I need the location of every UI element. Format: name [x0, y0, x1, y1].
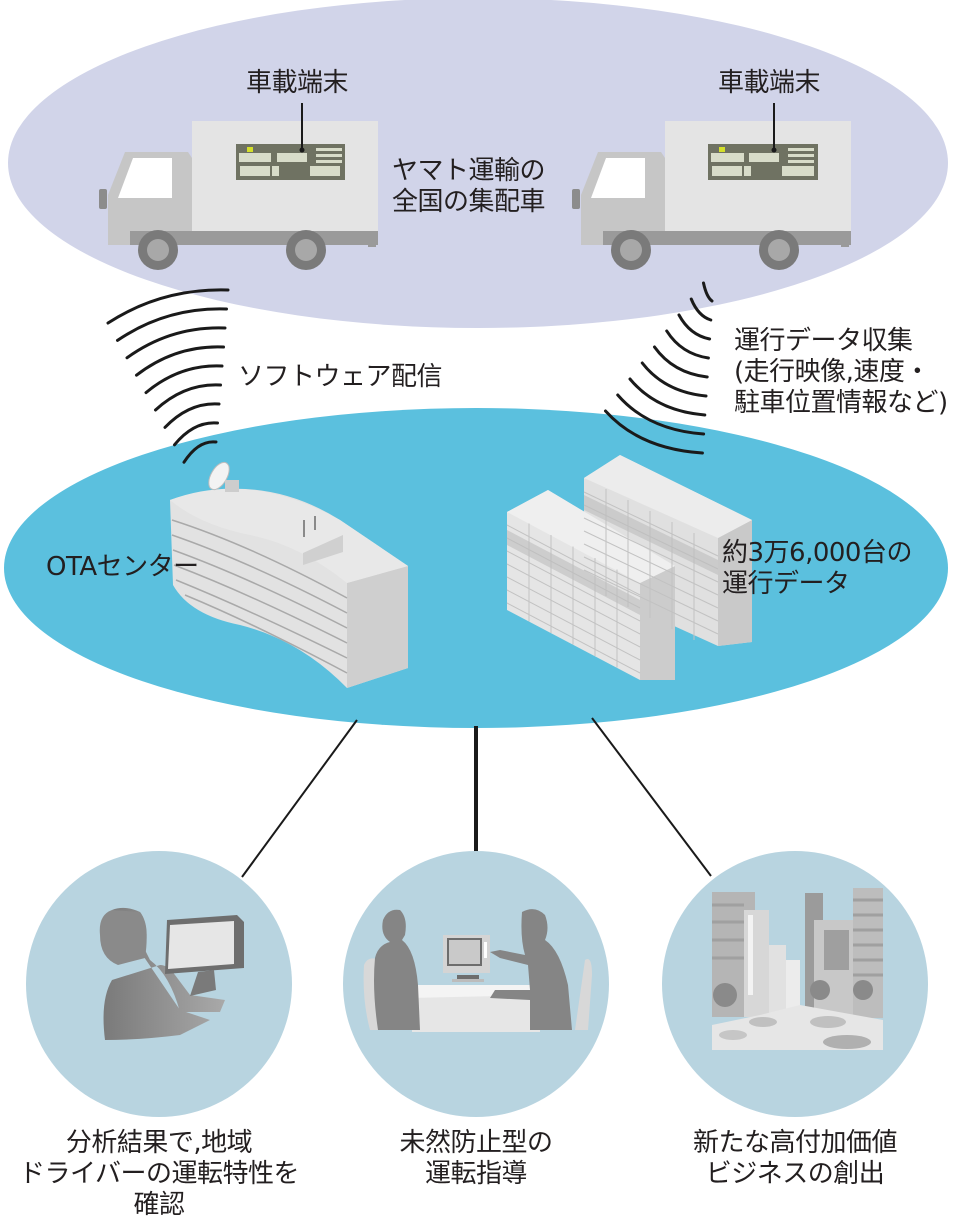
wave-arc: [689, 297, 713, 322]
data-collection-label-line: 駐車位置情報など): [734, 388, 948, 418]
vehicle-zone-ellipse: [8, 0, 948, 328]
onboard-terminal-icon: [236, 103, 345, 180]
wireless-wave-icon: [604, 281, 714, 455]
outcome-label: 未然防止型の 運転指導: [336, 1128, 616, 1190]
fleet-label-line: 全国の集配車: [392, 187, 546, 217]
wave-arc: [116, 307, 228, 342]
operation-data-label: 約3万6,000台の 運行データ: [722, 538, 912, 600]
onboard-terminal-label: 車載端末: [718, 68, 821, 98]
wave-arc: [173, 421, 219, 447]
city-street-icon: [712, 888, 883, 1050]
wave-arc: [653, 345, 709, 379]
onboard-terminal-icon: [708, 103, 818, 180]
wave-arc: [135, 345, 225, 377]
outcome-label: 分析結果で,地域 ドライバーの運転特性を 確認: [0, 1128, 318, 1221]
outcome-label-line: 確認: [133, 1190, 185, 1220]
data-collection-label-line: (走行映像,速度・: [734, 357, 930, 387]
connector-line: [591, 717, 712, 877]
wave-arc: [702, 281, 714, 303]
wave-arc: [154, 383, 222, 412]
wave-arc: [182, 440, 218, 464]
wave-arc: [604, 409, 704, 455]
outcome-label: 新たな高付加価値 ビジネスの創出: [655, 1128, 935, 1190]
outcome-label-line: ドライバーの運転特性を: [19, 1159, 299, 1189]
wave-arc: [677, 313, 712, 341]
onboard-terminal-label: 車載端末: [246, 68, 349, 98]
wireless-wave-icon: [106, 288, 230, 464]
wave-arc: [628, 377, 707, 417]
person-at-computer-icon: [99, 907, 244, 1040]
ota-center-building-icon: [170, 461, 408, 688]
outcome-label-line: 未然防止型の: [399, 1128, 553, 1158]
data-collection-label-line: 運行データ収集: [734, 326, 913, 356]
outcome-label-line: ビジネスの創出: [705, 1159, 885, 1189]
fleet-label: ヤマト運輸の 全国の集配車: [392, 156, 546, 218]
connector-line: [241, 719, 358, 878]
software-delivery-label: ソフトウェア配信: [238, 362, 443, 392]
data-server-icon: [506, 455, 752, 680]
ota-center-label: OTAセンター: [46, 552, 199, 582]
wave-arc: [616, 393, 706, 436]
data-collection-label: 運行データ収集 (走行映像,速度・ 駐車位置情報など): [734, 326, 948, 419]
outcome-label-line: 分析結果で,地域: [65, 1128, 253, 1158]
wave-arc: [665, 329, 710, 360]
wave-arc: [144, 364, 224, 395]
fleet-label-line: ヤマト運輸の: [392, 156, 546, 186]
wave-arc: [125, 326, 227, 360]
wave-arc: [163, 402, 221, 429]
meeting-instruction-icon: [363, 909, 592, 1032]
outcome-label-line: 運転指導: [424, 1159, 528, 1189]
wave-arc: [640, 361, 708, 398]
truck-icon: [99, 121, 378, 270]
operation-data-label-line: 約3万6,000台の: [722, 538, 912, 568]
center-zone-ellipse: [4, 408, 948, 728]
operation-data-label-line: 運行データ: [722, 569, 850, 599]
wave-arc: [106, 288, 230, 325]
outcome-label-line: 新たな高付加価値: [692, 1128, 898, 1158]
